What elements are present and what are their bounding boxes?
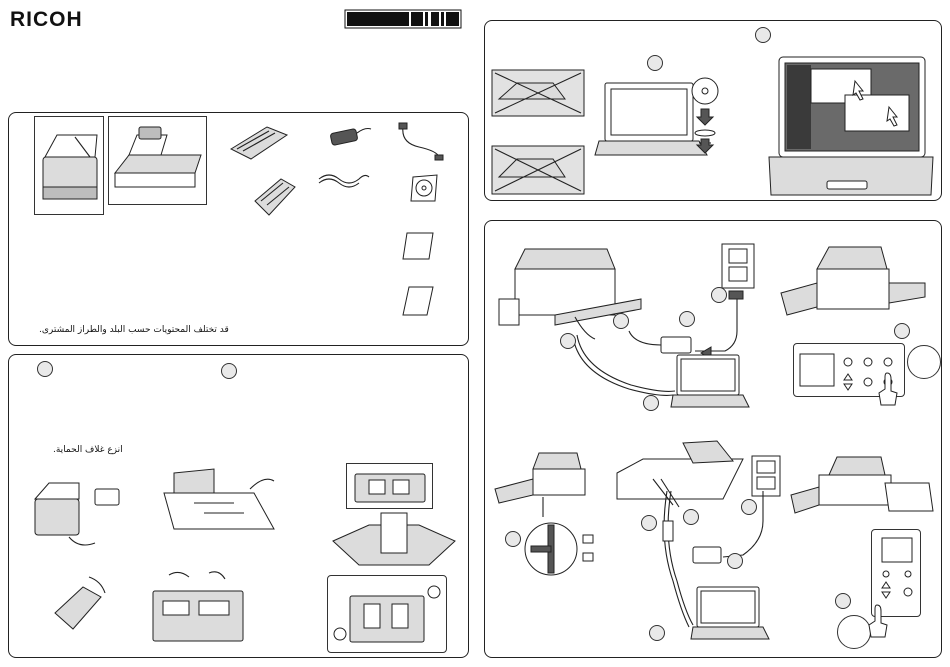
scanner-icon: [777, 243, 927, 325]
hand-icon: [867, 603, 891, 639]
laptop-setup-screen-icon: [765, 55, 935, 201]
cd-icon: [683, 77, 723, 157]
incorrect-setup-icon: [491, 145, 585, 195]
ac-adapter-icon: [327, 123, 373, 149]
flatbed-open-icon: [154, 463, 284, 543]
paper-chute-icon: [227, 123, 291, 163]
cd-icon: [409, 173, 439, 203]
step-badge: [679, 311, 695, 327]
hand-icon: [877, 371, 901, 405]
step-badge: [613, 313, 629, 329]
scanner-latch-icon: [328, 576, 448, 654]
package-contents-panel: قد تختلف المحتويات حسب البلد والطراز الم…: [8, 112, 469, 346]
detail-frame-bottom: [327, 575, 447, 653]
scanner-icon: [29, 473, 129, 553]
step-badge: [560, 333, 576, 349]
usb-cable-icon: [397, 121, 445, 161]
button-zoom-circle: [907, 345, 941, 379]
step-badge: [505, 531, 521, 547]
step-badge: [647, 55, 663, 71]
step-badge: [221, 363, 237, 379]
install-panel: [484, 20, 942, 201]
usb-cable-icon: [569, 333, 679, 403]
stacker-icon: [251, 171, 299, 221]
step-badge: [741, 499, 757, 515]
step-badge: [894, 323, 910, 339]
step-badge: [727, 553, 743, 569]
step-badge: [711, 287, 727, 303]
lock-switch-icon: [525, 521, 605, 577]
scanner-frame-b: [108, 116, 207, 205]
scanner-frame-a: [34, 116, 104, 215]
scanner-inside-icon: [149, 567, 249, 647]
scanner-detail-icon: [347, 464, 434, 510]
barcode-icon: [345, 10, 461, 28]
step-badge: [755, 27, 771, 43]
laptop-icon: [671, 353, 751, 413]
flatbed-scanner-icon: [789, 453, 935, 531]
chute-attach-icon: [49, 573, 119, 643]
detail-frame-top: [346, 463, 433, 509]
scanner-icon: [493, 449, 593, 521]
contents-note: قد تختلف المحتويات حسب البلد والطراز الم…: [39, 325, 229, 335]
scanner-icon: [329, 511, 459, 575]
unpack-panel: انزع غلاف الحماية.: [8, 354, 469, 658]
ricoh-logo: RICOH: [10, 8, 83, 32]
connection-panel: [484, 220, 942, 658]
manual-sheet-icon: [401, 285, 435, 317]
scanner-icon: [35, 117, 105, 216]
step-badge: [835, 593, 851, 609]
wall-outlet-icon: [721, 243, 755, 289]
step-badge: [683, 509, 699, 525]
incorrect-setup-icon: [491, 69, 585, 117]
remove-protection-text: انزع غلاف الحماية.: [53, 445, 123, 455]
scanner-icon: [109, 117, 208, 206]
step-badge: [649, 625, 665, 641]
power-cable-icon: [315, 169, 371, 191]
step-badge: [643, 395, 659, 411]
button-zoom-circle: [837, 615, 871, 649]
laptop-icon: [691, 585, 771, 645]
step-badge: [641, 515, 657, 531]
step-badge: [37, 361, 53, 377]
manual-sheet-icon: [401, 231, 435, 261]
